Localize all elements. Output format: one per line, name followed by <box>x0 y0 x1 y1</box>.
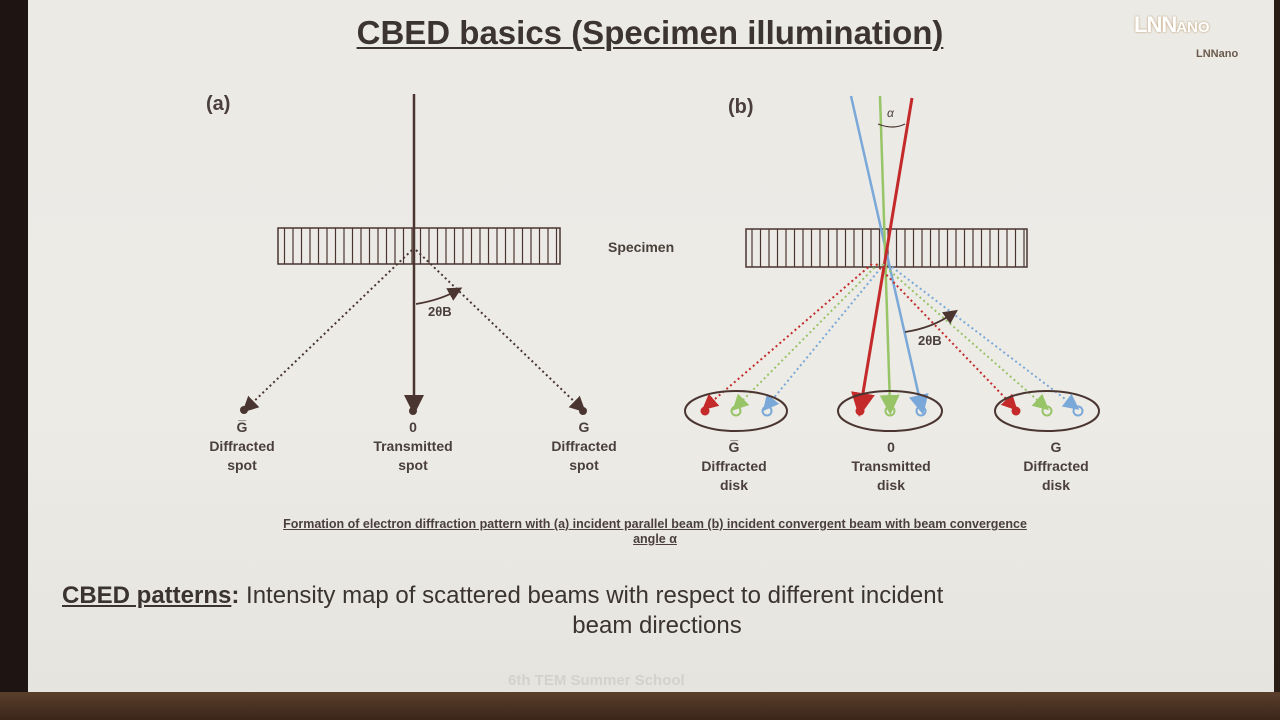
alpha-label: α <box>887 106 894 120</box>
dot-red-center <box>855 406 865 416</box>
right-screen-edge <box>1274 0 1280 692</box>
incident-green-b <box>878 95 900 415</box>
spot-gbar-a <box>240 406 248 414</box>
dot-blue-center <box>915 405 927 417</box>
spot-name: Transmitted <box>373 438 453 454</box>
angle-arc-a <box>415 287 463 305</box>
spot-name: spot <box>569 457 599 473</box>
angle-arc-b <box>904 309 958 333</box>
disk-g-b <box>994 390 1100 432</box>
spot-g-a <box>579 407 587 415</box>
figure-caption: Formation of electron diffraction patter… <box>140 517 1170 547</box>
disk-0-b <box>837 390 943 432</box>
disk-label-gbar-b: G̅ Diffracted disk <box>686 438 782 495</box>
dot-red-right <box>1011 406 1021 416</box>
logo-ano: ANO <box>1176 19 1210 36</box>
disk-name: disk <box>1041 477 1070 493</box>
diff-left-red <box>701 263 873 411</box>
dot-red-left <box>700 406 710 416</box>
disk-name: Transmitted <box>851 458 931 474</box>
disk-label-g-b: G Diffracted disk <box>1008 438 1104 495</box>
patterns-keyword: CBED patterns <box>62 582 232 609</box>
diff-right-red <box>875 263 1018 411</box>
disk-label-0-b: 0 Transmitted disk <box>836 438 946 495</box>
panel-b-label: (b) <box>728 96 754 118</box>
diff-left-blue <box>762 263 885 412</box>
patterns-text-1: Intensity map of scattered beams with re… <box>246 582 944 609</box>
spot-name: spot <box>227 457 257 473</box>
diff-left-green <box>732 263 879 411</box>
specimen-label: Specimen <box>608 239 675 255</box>
disk-name: Diffracted <box>1023 458 1089 474</box>
spot-index: G̅ <box>236 419 248 435</box>
diffracted-beam-right-a <box>415 249 586 413</box>
disk-index: 0 <box>887 439 895 455</box>
left-screen-edge <box>0 0 28 692</box>
disk-name: Diffracted <box>701 458 767 474</box>
panel-a-diagram <box>240 94 587 415</box>
diff-right-blue <box>887 263 1080 410</box>
diff-right-green <box>881 263 1050 411</box>
disk-index: G <box>1050 439 1062 455</box>
dot-green-right <box>1041 405 1053 417</box>
patterns-text-2: beam directions <box>572 612 742 639</box>
angle-label-a: 2θB <box>428 304 452 319</box>
angle-label-b: 2θB <box>918 333 942 348</box>
alpha-arc-b <box>877 123 906 128</box>
panel-a-label: (a) <box>206 93 231 115</box>
spot-name: Diffracted <box>551 438 617 454</box>
spot-label-g-a: G Diffracted spot <box>536 418 632 475</box>
slide-title: CBED basics (Specimen illumination) <box>356 14 944 51</box>
disk-name: disk <box>876 477 905 493</box>
dot-green-left <box>730 405 742 417</box>
patterns-colon: : <box>231 582 240 609</box>
disk-index: G̅ <box>728 439 740 455</box>
spot-index: G <box>578 419 590 435</box>
spot-name: Diffracted <box>209 438 275 454</box>
dot-blue-right <box>1072 405 1084 417</box>
spot-name: spot <box>398 457 428 473</box>
logo-main: LNN <box>1134 12 1177 37</box>
lnnano-logo: LNNANO <box>1134 12 1210 38</box>
incident-red-b <box>851 97 914 417</box>
specimen-a <box>277 227 561 265</box>
disk-name: disk <box>719 477 748 493</box>
floor-strip <box>0 692 1280 720</box>
spot-label-0-a: 0 Transmitted spot <box>358 418 468 475</box>
dot-blue-left <box>761 405 773 417</box>
spot-label-gbar-a: G̅ Diffracted spot <box>194 418 290 475</box>
caption-line-2: angle α <box>633 532 677 546</box>
disk-gbar-b <box>684 390 788 432</box>
cbed-patterns-definition: CBED patterns: Intensity map of scattere… <box>62 581 1242 641</box>
logo-subtext: LNNano <box>1196 48 1239 60</box>
dot-green-center <box>884 405 896 417</box>
caption-line-1: Formation of electron diffraction patter… <box>283 517 1027 531</box>
spot-0-a <box>409 407 417 415</box>
spot-index: 0 <box>409 419 417 435</box>
diffracted-beam-left-a <box>242 249 413 413</box>
slide <box>28 0 1274 692</box>
panel-b-diagram <box>684 95 1100 432</box>
footer-text: 6th TEM Summer School <box>508 672 685 689</box>
